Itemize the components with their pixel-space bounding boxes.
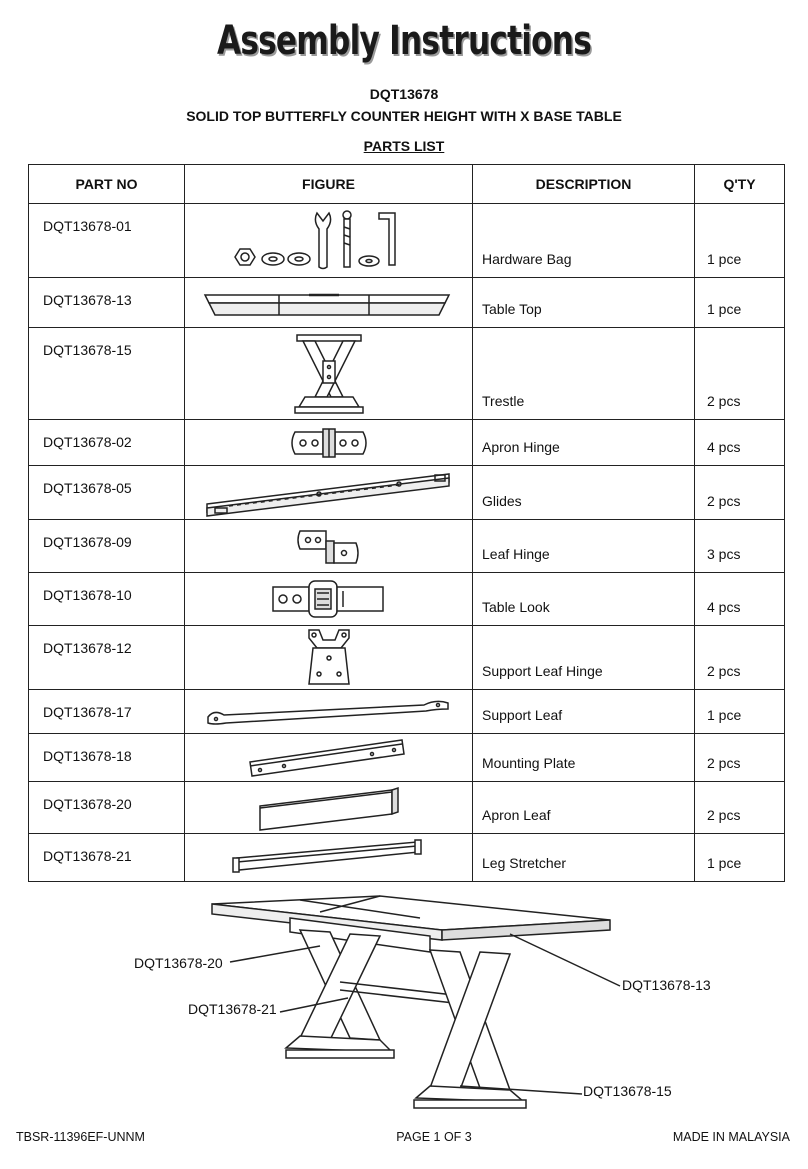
part-quantity: 3 pcs — [694, 519, 785, 573]
table-row: DQT13678-18 Mounting Plate 2 pcs — [28, 733, 785, 782]
part-number: DQT13678-18 — [28, 733, 185, 782]
glides-icon — [205, 472, 450, 517]
apron-hinge-icon — [290, 427, 367, 458]
table-row: DQT13678-10 Table Look 4 pcs — [28, 572, 785, 626]
trestle-icon — [293, 333, 364, 414]
part-quantity: 2 pcs — [694, 327, 785, 420]
figure-cell — [184, 465, 473, 520]
figure-cell — [184, 327, 473, 420]
part-description: Support Leaf Hinge — [472, 625, 695, 690]
part-number: DQT13678-15 — [28, 327, 185, 420]
part-quantity: 1 pce — [694, 833, 785, 882]
part-number: DQT13678-10 — [28, 572, 185, 626]
callout-table-top: DQT13678-13 — [622, 977, 711, 993]
table-row: DQT13678-12 Support Leaf Hinge 2 pcs — [28, 625, 785, 690]
table-row: DQT13678-02 Apron Hinge 4 pcs — [28, 419, 785, 466]
part-quantity: 1 pce — [694, 203, 785, 278]
part-description: Leg Stretcher — [472, 833, 695, 882]
part-quantity: 4 pcs — [694, 419, 785, 466]
part-number: DQT13678-12 — [28, 625, 185, 690]
part-description: Hardware Bag — [472, 203, 695, 278]
table-top-icon — [203, 293, 450, 316]
part-description: Leaf Hinge — [472, 519, 695, 573]
callout-trestle: DQT13678-15 — [583, 1083, 672, 1099]
table-row: DQT13678-09 Leaf Hinge 3 pcs — [28, 519, 785, 573]
figure-cell — [184, 277, 473, 328]
part-quantity: 2 pcs — [694, 733, 785, 782]
part-description: Glides — [472, 465, 695, 520]
table-row: DQT13678-05 Glides 2 pcs — [28, 465, 785, 520]
part-quantity: 4 pcs — [694, 572, 785, 626]
part-number: DQT13678-13 — [28, 277, 185, 328]
figure-cell — [184, 519, 473, 573]
header-description: DESCRIPTION — [472, 164, 695, 204]
figure-cell — [184, 733, 473, 782]
part-description: Support Leaf — [472, 689, 695, 734]
mounting-plate-icon — [248, 738, 405, 777]
part-quantity: 1 pce — [694, 689, 785, 734]
part-quantity: 1 pce — [694, 277, 785, 328]
footer-code: TBSR-11396EF-UNNM — [16, 1130, 145, 1144]
part-description: Apron Hinge — [472, 419, 695, 466]
product-name: SOLID TOP BUTTERFLY COUNTER HEIGHT WITH … — [186, 108, 622, 124]
figure-cell — [184, 572, 473, 626]
table-header-row: PART NO FIGURE DESCRIPTION Q'TY — [28, 164, 785, 204]
table-row: DQT13678-01 Hardware Bag 1 pce — [28, 203, 785, 278]
part-description: Table Look — [472, 572, 695, 626]
origin-label: MADE IN MALAYSIA — [672, 1130, 790, 1144]
leg-stretcher-icon — [231, 838, 422, 873]
leaf-hinge-icon — [296, 530, 359, 564]
part-description: Trestle — [472, 327, 695, 420]
table-lock-icon — [271, 580, 384, 618]
part-number: DQT13678-09 — [28, 519, 185, 573]
figure-cell — [184, 781, 473, 834]
parts-list-title: PARTS LIST — [363, 138, 445, 154]
assembled-table-illustration — [211, 895, 621, 1109]
part-number: DQT13678-21 — [28, 833, 185, 882]
apron-leaf-icon — [258, 786, 399, 831]
part-quantity: 2 pcs — [694, 781, 785, 834]
model-number: DQT13678 — [369, 86, 439, 102]
figure-cell — [184, 689, 473, 734]
part-quantity: 2 pcs — [694, 465, 785, 520]
part-number: DQT13678-05 — [28, 465, 185, 520]
callout-apron-leaf: DQT13678-20 — [134, 955, 223, 971]
document-title: Assembly Instructions — [216, 18, 592, 64]
part-description: Table Top — [472, 277, 695, 328]
table-row: DQT13678-13 Table Top 1 pce — [28, 277, 785, 328]
figure-cell — [184, 625, 473, 690]
page-number-text: PAGE 1 OF 3 — [396, 1130, 472, 1144]
hardware-bag-icon — [233, 209, 396, 269]
figure-cell — [184, 833, 473, 882]
page-number: PAGE 1 OF 3 — [0, 1130, 808, 1144]
table-row: DQT13678-15 Trestle 2 pcs — [28, 327, 785, 420]
part-number: DQT13678-02 — [28, 419, 185, 466]
part-number: DQT13678-20 — [28, 781, 185, 834]
table-row: DQT13678-20 Apron Leaf 2 pcs — [28, 781, 785, 834]
callout-leg-stretcher: DQT13678-21 — [188, 1001, 277, 1017]
figure-cell — [184, 419, 473, 466]
part-description: Apron Leaf — [472, 781, 695, 834]
parts-table: PART NO FIGURE DESCRIPTION Q'TY DQT13678… — [28, 164, 785, 882]
header-part-no: PART NO — [28, 164, 185, 204]
part-description: Mounting Plate — [472, 733, 695, 782]
part-number: DQT13678-01 — [28, 203, 185, 278]
table-row: DQT13678-17 Support Leaf 1 pce — [28, 689, 785, 734]
part-number: DQT13678-17 — [28, 689, 185, 734]
header-figure: FIGURE — [184, 164, 473, 204]
figure-cell — [184, 203, 473, 278]
part-quantity: 2 pcs — [694, 625, 785, 690]
table-row: DQT13678-21 Leg Stretcher 1 pce — [28, 833, 785, 882]
support-leaf-hinge-icon — [307, 628, 350, 685]
support-leaf-icon — [206, 700, 449, 725]
header-qty: Q'TY — [694, 164, 785, 204]
